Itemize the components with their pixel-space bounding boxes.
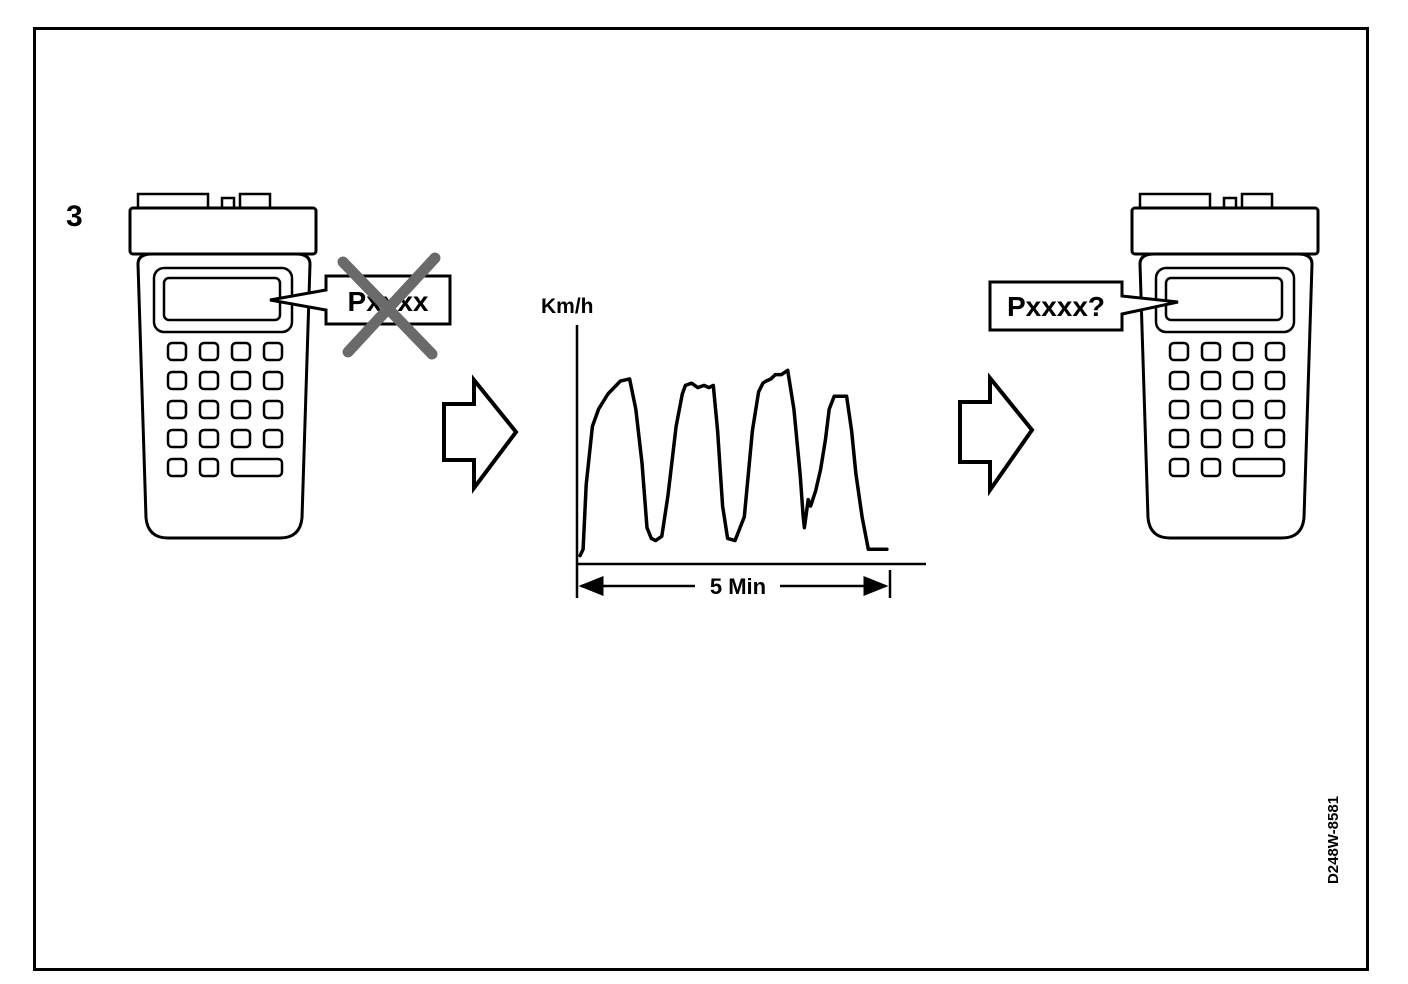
right-arrow-icon-2 — [958, 372, 1035, 497]
y-axis-label: Km/h — [541, 295, 594, 318]
right-arrow-icon — [442, 374, 519, 494]
figure-frame — [33, 27, 1369, 971]
cross-out-mark — [337, 252, 441, 360]
duration-label: 5 Min — [710, 574, 766, 599]
reference-code: D248W-8581 — [1325, 796, 1342, 884]
right-bubble-text: Pxxxx? — [1007, 291, 1105, 322]
right-speech-bubble: Pxxxx? — [988, 280, 1179, 332]
step-number: 3 — [66, 200, 83, 233]
speed-series-line — [578, 368, 889, 558]
right-tester-device — [1130, 192, 1320, 540]
speed-chart: Km/h 5 Min — [541, 295, 926, 599]
left-tester-device — [128, 192, 318, 540]
